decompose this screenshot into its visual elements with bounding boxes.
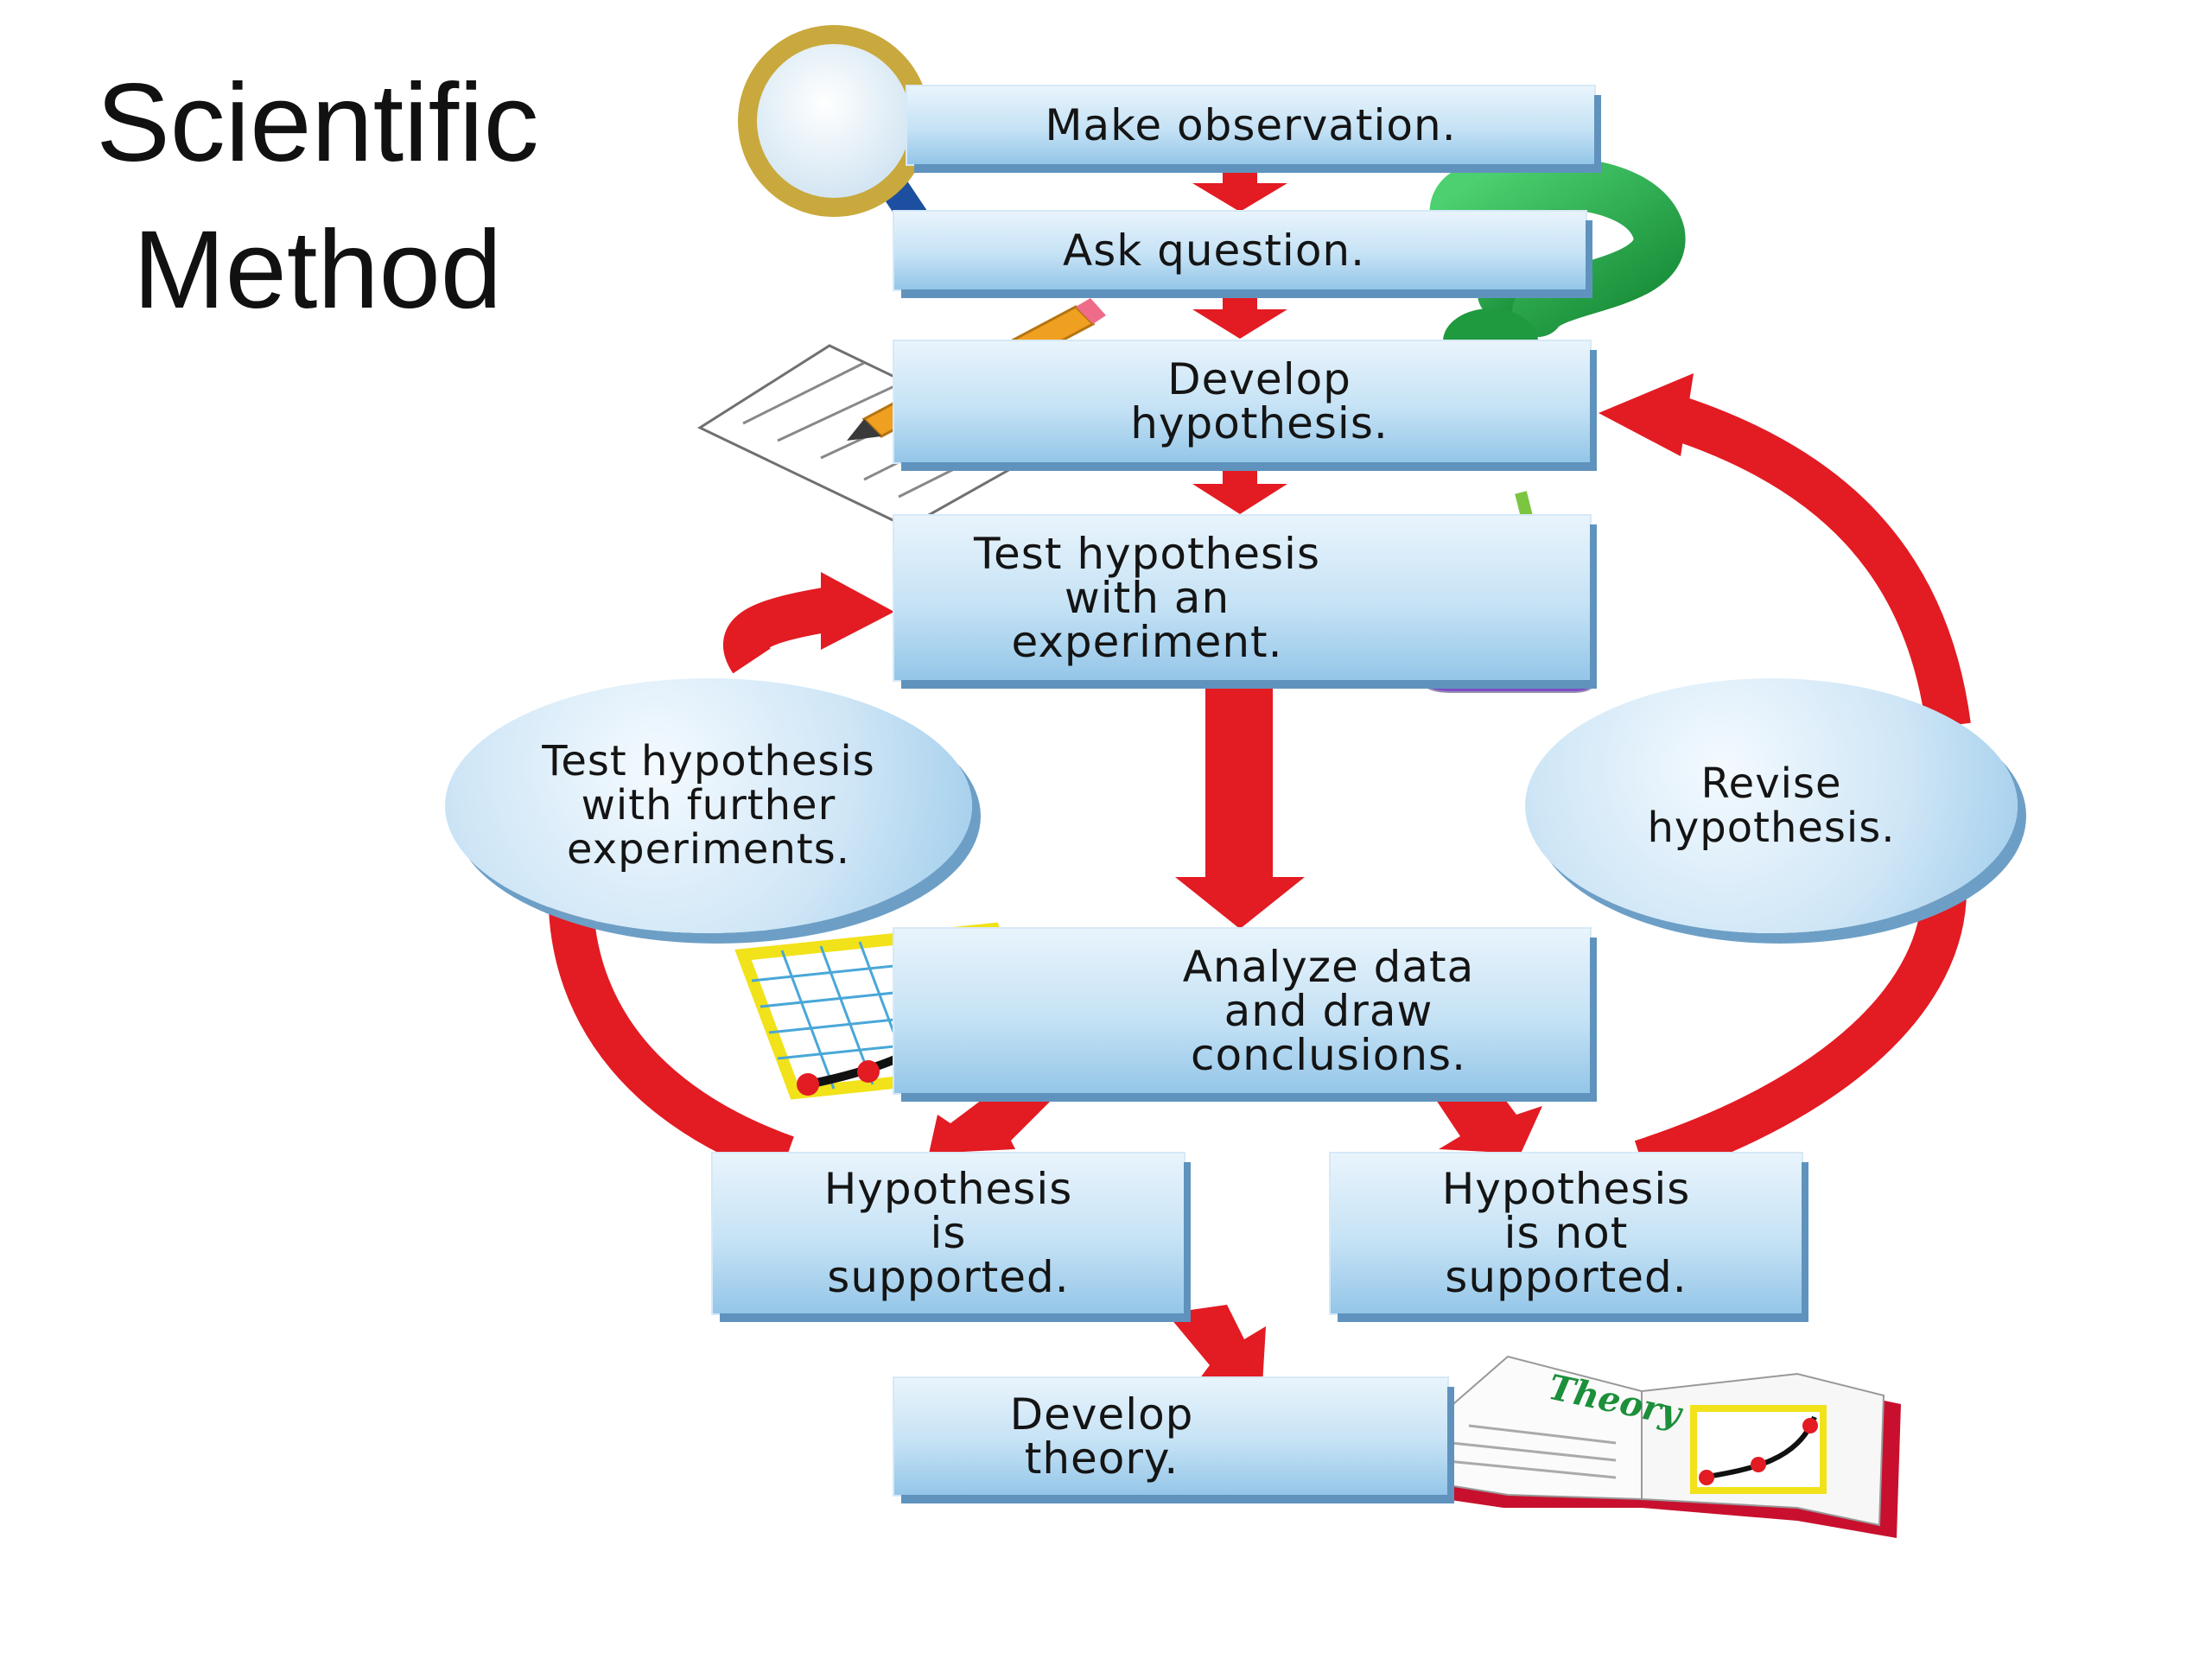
step-ask-question: Ask question.	[894, 212, 1586, 289]
title-line-2: Method	[133, 208, 502, 332]
step-hypothesis-supported: Hypothesis is supported.	[713, 1154, 1184, 1313]
step-develop-hypothesis-label: Develop hypothesis.	[1130, 354, 1389, 448]
arrow-supported-to-theory	[1166, 1305, 1266, 1400]
arrow-test-to-analyze	[1175, 687, 1305, 929]
step-test-further-label: Test hypothesis with further experiments…	[542, 737, 875, 874]
arrow-analyze-to-supported	[929, 1097, 1054, 1154]
arrow-hypothesis-to-test	[1192, 467, 1287, 514]
step-make-observation: Make observation.	[907, 86, 1594, 164]
step-develop-theory: Develop theory.	[894, 1378, 1447, 1495]
slide-title: Scientific Method	[0, 50, 635, 344]
step-revise-hypothesis: Revise hypothesis.	[1525, 678, 2018, 933]
arrow-question-to-hypothesis	[1192, 294, 1287, 339]
step-hypothesis-supported-label: Hypothesis is supported.	[823, 1164, 1073, 1302]
step-analyze-data-label: Analyze data and draw conclusions.	[1182, 941, 1475, 1080]
step-revise-hypothesis-label: Revise hypothesis.	[1647, 759, 1896, 852]
title-line-1: Scientific	[96, 61, 539, 185]
arrow-observation-to-question	[1192, 168, 1287, 212]
step-hypothesis-not-supported-label: Hypothesis is not supported.	[1441, 1164, 1691, 1302]
arrow-analyze-to-not-supported	[1434, 1097, 1542, 1154]
step-test-further-experiments: Test hypothesis with further experiments…	[445, 678, 972, 933]
theory-book-icon: Theory	[1357, 1355, 1901, 1538]
step-develop-theory-label: Develop theory.	[1009, 1389, 1194, 1484]
step-test-hypothesis: Test hypothesis with an experiment.	[894, 516, 1590, 680]
step-analyze-data: Analyze data and draw conclusions.	[894, 929, 1590, 1093]
step-hypothesis-not-supported: Hypothesis is not supported.	[1331, 1154, 1802, 1313]
step-develop-hypothesis: Develop hypothesis.	[894, 341, 1590, 462]
step-test-hypothesis-label: Test hypothesis with an experiment.	[973, 528, 1320, 667]
step-ask-question-label: Ask question.	[1062, 225, 1365, 276]
step-make-observation-label: Make observation.	[1045, 99, 1457, 150]
right-cycle-arrow	[1599, 373, 1971, 1184]
